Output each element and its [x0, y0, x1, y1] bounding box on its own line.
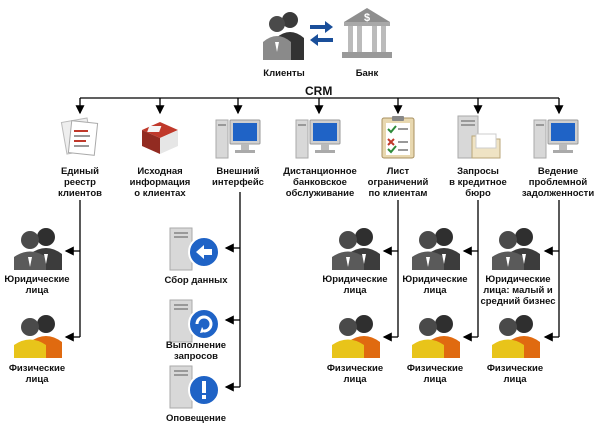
module-label-debt: Ведение проблемной задолженности — [521, 166, 595, 199]
private-people-icon — [490, 312, 544, 363]
debt-legal-label: Юридические лица: малый и средний бизнес — [480, 274, 556, 307]
module-label-restrictions: Лист ограничений по клиентам — [367, 166, 429, 199]
computer-icon — [532, 116, 580, 165]
bureau-legal-label: Юридические лица — [402, 274, 468, 296]
business-people-icon — [410, 226, 464, 275]
module-label-source-info: Исходная информация о клиентах — [129, 166, 191, 199]
brochure-icon — [138, 116, 182, 163]
svg-text:$: $ — [364, 12, 370, 24]
module-label-credit-bureau: Запросы в кредитное бюро — [449, 166, 507, 199]
debt-private-label: Физические лица — [486, 363, 544, 385]
documents-icon — [58, 116, 102, 163]
exchange-arrows-icon — [310, 21, 333, 46]
bureau-private-label: Физические лица — [406, 363, 464, 385]
server-refresh-icon — [166, 298, 224, 349]
computer-icon — [294, 116, 342, 165]
computer-icon — [214, 116, 262, 165]
interface-queries-label: Выполнение запросов — [165, 340, 227, 362]
private-people-icon — [12, 312, 66, 363]
registry-private-label: Физические лица — [8, 363, 66, 385]
restrictions-private-label: Физические лица — [326, 363, 384, 385]
restrictions-legal-label: Юридические лица — [322, 274, 388, 296]
clients-label: Клиенты — [263, 68, 305, 79]
interface-notify-label: Оповещение — [165, 413, 227, 424]
business-people-icon — [330, 226, 384, 275]
module-label-remote-banking: Дистанционное банковское обслуживание — [283, 166, 357, 199]
clients-icon — [262, 8, 306, 65]
server-arrow-icon — [166, 226, 224, 277]
server-folder-icon — [454, 114, 502, 165]
bank-label: Банк — [355, 68, 379, 79]
module-label-registry: Единый реестр клиентов — [58, 166, 102, 199]
crm-label: CRM — [305, 84, 333, 98]
checklist-icon — [376, 114, 420, 165]
business-people-icon — [12, 226, 66, 275]
private-people-icon — [330, 312, 384, 363]
server-alert-icon — [166, 364, 224, 415]
interface-collect-label: Сбор данных — [164, 275, 228, 286]
registry-legal-label: Юридические лица — [4, 274, 70, 296]
business-people-icon — [490, 226, 544, 275]
bank-icon: $ — [340, 4, 394, 65]
private-people-icon — [410, 312, 464, 363]
module-label-interface: Внешний интерфейс — [212, 166, 264, 188]
